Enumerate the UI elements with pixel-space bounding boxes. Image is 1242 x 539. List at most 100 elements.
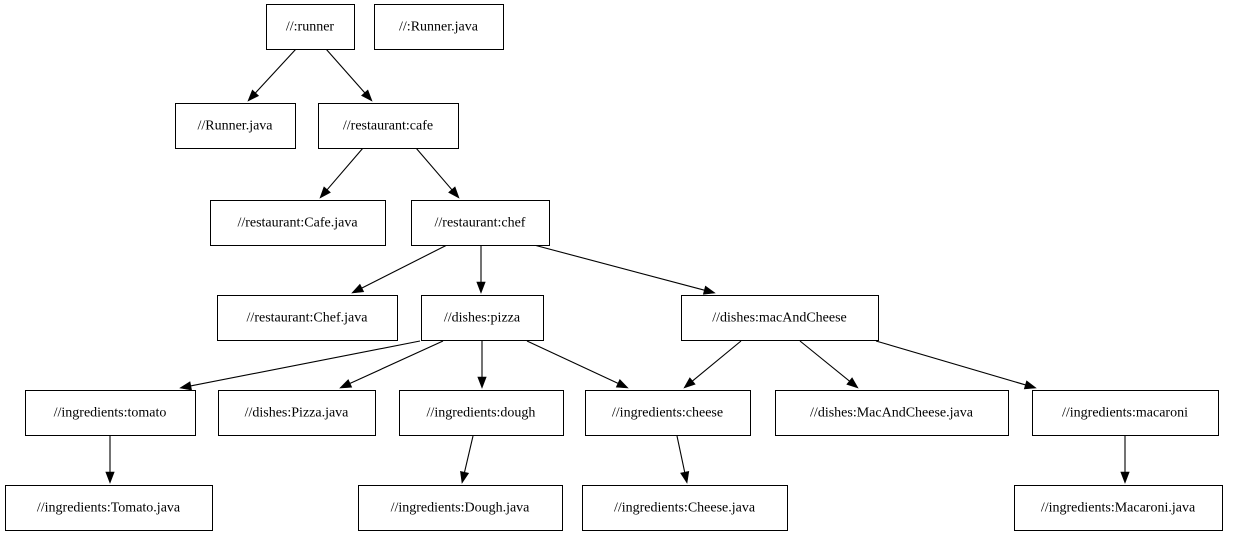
arrowhead-icon <box>1120 471 1130 484</box>
node-label: //restaurant:cafe <box>343 119 433 134</box>
node-label: //:runner <box>286 20 335 35</box>
arrowhead-icon <box>361 89 373 102</box>
node-box[interactable] <box>217 295 398 341</box>
node-box[interactable] <box>218 390 376 436</box>
arrowhead-icon <box>319 186 331 199</box>
graph-node-ing_macaroni[interactable]: //ingredients:macaroni <box>1032 390 1219 436</box>
graph-node-dishes_mac_java[interactable]: //dishes:MacAndCheese.java <box>775 390 1009 436</box>
node-label: //dishes:pizza <box>444 311 521 326</box>
arrowhead-icon <box>247 89 260 102</box>
graph-node-ing_dough_java[interactable]: //ingredients:Dough.java <box>358 485 563 531</box>
edge-line <box>254 48 297 95</box>
arrowhead-icon <box>615 379 629 389</box>
graph-node-ing_tomato_java[interactable]: //ingredients:Tomato.java <box>5 485 213 531</box>
node-label: //dishes:MacAndCheese.java <box>810 406 974 421</box>
edge-line <box>189 340 421 387</box>
graph-edge: ing_macaroni -> ing_macaroni_java <box>1120 436 1130 484</box>
node-label: //Runner.java <box>197 119 273 134</box>
graph-edge: ing_dough -> ing_dough_java <box>460 435 474 484</box>
graph-node-ing_cheese_java[interactable]: //ingredients:Cheese.java <box>582 485 788 531</box>
arrowhead-icon <box>105 471 115 484</box>
graph-edge: runner -> runner_java <box>247 48 297 102</box>
graph-edge: restaurant_chef -> dishes_pizza <box>476 245 486 294</box>
graph-node-restaurant_chef_java[interactable]: //restaurant:Chef.java <box>217 295 398 341</box>
edge-line <box>799 340 851 383</box>
edge-line <box>676 435 686 474</box>
node-box[interactable] <box>681 295 879 341</box>
graph-node-runner_java_root[interactable]: //:Runner.java <box>374 4 504 50</box>
node-box[interactable] <box>318 103 459 149</box>
node-box[interactable] <box>399 390 564 436</box>
node-box[interactable] <box>266 4 355 50</box>
node-label: //ingredients:Dough.java <box>391 501 531 516</box>
node-box[interactable] <box>421 295 544 341</box>
nodes-layer: //:runner //:Runner.java //Runner.java //re… <box>5 4 1223 531</box>
edge-line <box>875 340 1028 386</box>
edge-line <box>533 244 706 292</box>
graph-edge: runner -> restaurant_cafe <box>325 48 373 102</box>
graph-node-runner_java[interactable]: //Runner.java <box>175 103 296 149</box>
node-box[interactable] <box>582 485 788 531</box>
node-box[interactable] <box>5 485 213 531</box>
edge-line <box>325 147 364 192</box>
graph-node-ing_tomato[interactable]: //ingredients:tomato <box>25 390 196 436</box>
edges-layer: runner -> runner_java runner -> restauran… <box>105 48 1130 484</box>
graph-edge: dishes_mac -> ing_macaroni <box>875 340 1037 390</box>
node-box[interactable] <box>1032 390 1219 436</box>
graph-node-runner[interactable]: //:runner <box>266 4 355 50</box>
edge-line <box>325 48 367 95</box>
node-box[interactable] <box>374 4 504 50</box>
edge-line <box>526 340 620 385</box>
graph-edge: ing_tomato -> ing_tomato_java <box>105 436 115 484</box>
graph-node-dishes_mac[interactable]: //dishes:macAndCheese <box>681 295 879 341</box>
arrowhead-icon <box>680 470 690 484</box>
node-label: //ingredients:Macaroni.java <box>1041 501 1196 516</box>
node-label: //ingredients:macaroni <box>1062 406 1188 421</box>
node-box[interactable] <box>1014 485 1223 531</box>
node-box[interactable] <box>210 200 386 246</box>
node-box[interactable] <box>175 103 296 149</box>
graph-node-ing_cheese[interactable]: //ingredients:cheese <box>585 390 751 436</box>
graph-edge: restaurant_chef -> restaurant_chef_java <box>351 244 448 294</box>
node-label: //ingredients:Tomato.java <box>37 501 181 516</box>
graph-node-restaurant_chef[interactable]: //restaurant:chef <box>411 200 550 246</box>
node-label: //ingredients:tomato <box>54 406 167 421</box>
node-label: //restaurant:Cafe.java <box>237 216 358 231</box>
arrowhead-icon <box>1023 380 1037 390</box>
graph-node-ing_macaroni_java[interactable]: //ingredients:Macaroni.java <box>1014 485 1223 531</box>
edge-line <box>360 244 448 290</box>
node-box[interactable] <box>775 390 1009 436</box>
graph-node-dishes_pizza_java[interactable]: //dishes:Pizza.java <box>218 390 376 436</box>
arrowhead-icon <box>476 281 486 294</box>
node-label: //restaurant:Chef.java <box>247 311 369 326</box>
node-label: //ingredients:dough <box>427 406 536 421</box>
node-label: //restaurant:chef <box>435 216 526 231</box>
node-label: //ingredients:cheese <box>612 406 723 421</box>
edge-line <box>415 147 454 192</box>
arrowhead-icon <box>351 283 365 294</box>
node-label: //:Runner.java <box>399 20 479 35</box>
node-box[interactable] <box>585 390 751 436</box>
graph-node-restaurant_cafe_java[interactable]: //restaurant:Cafe.java <box>210 200 386 246</box>
graph-edge: dishes_pizza -> ing_dough <box>477 341 487 389</box>
graph-node-dishes_pizza[interactable]: //dishes:pizza <box>421 295 544 341</box>
node-label: //dishes:macAndCheese <box>712 311 847 326</box>
node-box[interactable] <box>411 200 550 246</box>
node-box[interactable] <box>358 485 563 531</box>
graph-edge: restaurant_chef -> dishes_mac <box>533 244 716 295</box>
graph-edge: dishes_pizza -> ing_tomato <box>179 340 421 391</box>
arrowhead-icon <box>702 285 716 295</box>
arrowhead-icon <box>846 377 859 389</box>
graph-node-restaurant_cafe[interactable]: //restaurant:cafe <box>318 103 459 149</box>
edge-line <box>463 435 474 474</box>
node-box[interactable] <box>25 390 196 436</box>
graph-node-ing_dough[interactable]: //ingredients:dough <box>399 390 564 436</box>
graph-edge: dishes_pizza -> dishes_pizza_java <box>339 340 444 389</box>
arrowhead-icon <box>179 381 192 391</box>
graph-edge: restaurant_cafe -> restaurant_chef <box>415 147 460 199</box>
edge-line <box>348 340 444 385</box>
arrowhead-icon <box>683 377 696 389</box>
arrowhead-icon <box>448 186 460 199</box>
